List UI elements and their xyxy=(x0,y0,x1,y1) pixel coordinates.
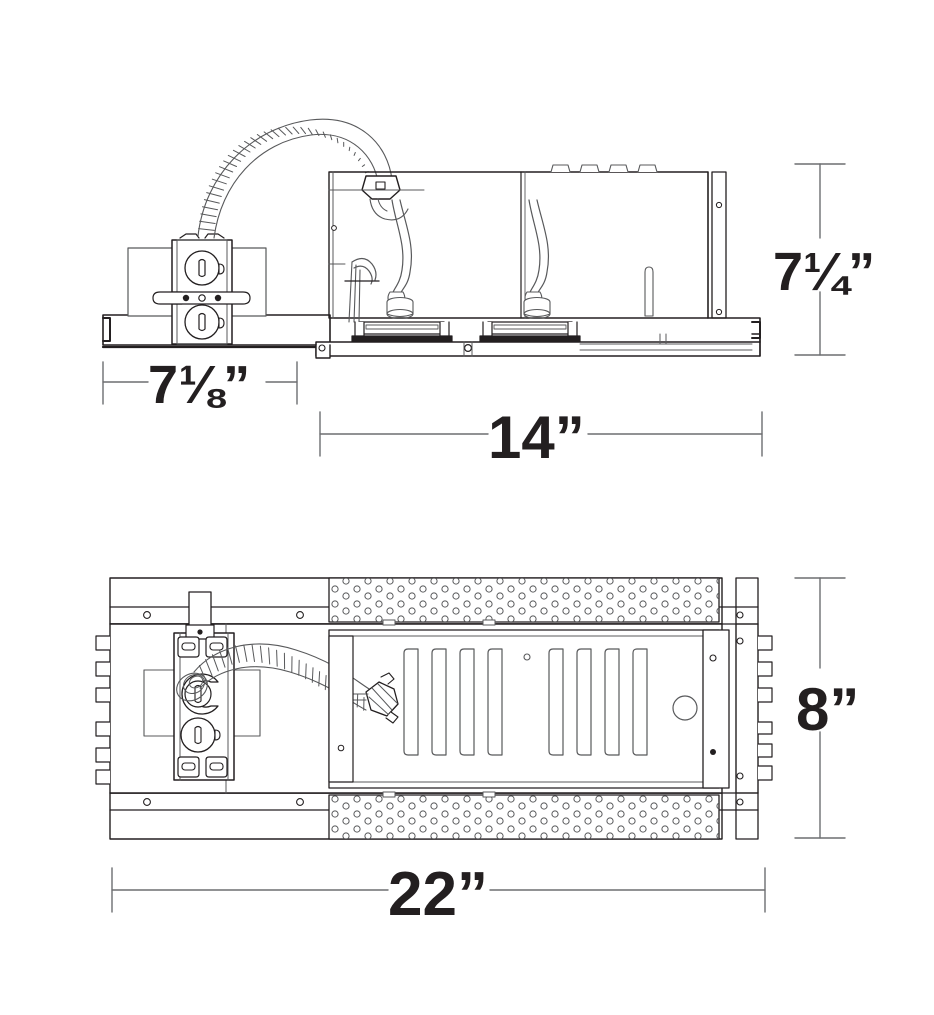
conduit-connector-elevation xyxy=(361,175,409,221)
mounting-tabs-left xyxy=(95,635,111,785)
lamp-channel-right xyxy=(479,321,581,343)
flexible-conduit-elevation xyxy=(197,118,393,239)
side-elevation-dimensions: 7¼” 7⅛” 14” xyxy=(102,163,875,471)
knockout-upper xyxy=(184,250,225,286)
conduit-connector-plan xyxy=(351,672,399,724)
louvered-reflector-panel xyxy=(403,648,698,756)
lamp-socket-assembly-1 xyxy=(386,199,414,320)
dimension-width-8: 8” xyxy=(794,577,859,839)
dimension-label-7-1-8: 7⅛” xyxy=(148,355,250,415)
plan-view-dimensions: 8” 22” xyxy=(111,577,859,929)
dimension-overall-22: 22” xyxy=(111,860,766,929)
knockout-plan-lower xyxy=(180,717,221,753)
perforated-side-panel-bottom xyxy=(328,794,720,840)
ceiling-flange-right xyxy=(707,317,761,343)
cable-clamp-top xyxy=(177,636,228,658)
conduit-coil-loop xyxy=(176,672,208,702)
wire-bundle xyxy=(344,257,380,323)
mounting-tabs-right xyxy=(757,635,773,781)
cable-clamp-bottom xyxy=(177,756,228,778)
perforated-side-panel-top xyxy=(328,577,720,623)
housing-top-tabs xyxy=(550,164,658,173)
mounting-bracket xyxy=(152,291,251,305)
junction-box-plan xyxy=(173,591,235,781)
lamp-socket-assembly-2 xyxy=(523,199,551,320)
dimension-length-14: 14” xyxy=(319,404,763,471)
junction-box-elevation xyxy=(152,233,251,345)
knockout-lower xyxy=(184,304,225,340)
side-elevation-view xyxy=(101,118,761,359)
dimension-label-7-1-4: 7¼” xyxy=(773,242,875,302)
dimension-label-22: 22” xyxy=(388,860,488,929)
plan-view xyxy=(95,577,773,840)
ceiling-trim-plate xyxy=(315,333,761,359)
dimension-label-14: 14” xyxy=(488,404,585,471)
dimension-height-7-1-4: 7¼” xyxy=(773,163,875,356)
lamp-channel-left xyxy=(351,321,453,343)
reflector-left-plate xyxy=(328,635,354,783)
dimension-depth-7-1-8: 7⅛” xyxy=(102,355,298,415)
dimension-label-8: 8” xyxy=(796,676,859,743)
flexible-conduit-plan xyxy=(176,643,399,724)
rail-fasteners xyxy=(143,611,496,806)
right-end-bracket xyxy=(702,577,759,840)
